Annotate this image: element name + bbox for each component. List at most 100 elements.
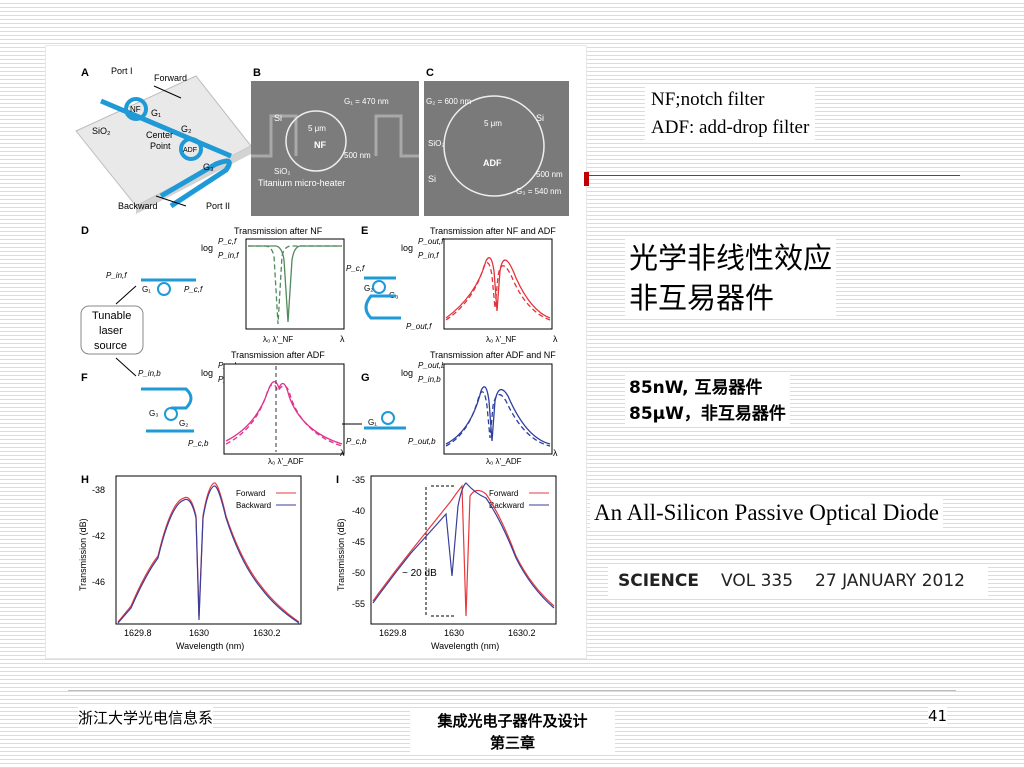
svg-text:log: log	[401, 368, 413, 378]
footer-department: 浙江大学光电信息系	[78, 707, 214, 728]
svg-text:Si: Si	[428, 174, 436, 184]
panel-g: G Transmission after ADF and NF log P_ou…	[342, 350, 558, 466]
svg-text:SiO₂: SiO₂	[428, 139, 444, 148]
svg-text:Wavelength (nm): Wavelength (nm)	[431, 641, 499, 651]
svg-text:P_in,f: P_in,f	[418, 251, 439, 260]
svg-text:Backward: Backward	[489, 501, 524, 510]
svg-text:NF: NF	[130, 105, 141, 114]
svg-text:Point: Point	[150, 141, 171, 151]
svg-text:B: B	[253, 67, 261, 79]
svg-text:source: source	[94, 340, 127, 352]
svg-text:Transmission after NF and ADF: Transmission after NF and ADF	[430, 226, 556, 236]
svg-text:C: C	[426, 67, 434, 79]
fact-nonreciprocal: 85μW，非互易器件	[629, 404, 786, 424]
note-nf: NF;notch filter	[651, 89, 765, 110]
svg-text:P_out,b: P_out,b	[408, 437, 436, 446]
red-divider-line	[585, 175, 960, 176]
svg-text:-50: -50	[352, 568, 365, 578]
svg-text:Tunable: Tunable	[92, 310, 131, 322]
svg-text:λ: λ	[553, 448, 558, 458]
panel-e: E Transmission after NF and ADF log P_ou…	[346, 225, 558, 344]
paper-figure: A NF ADF Port I Forward SiO₂ Center Poin…	[45, 45, 587, 659]
svg-text:log: log	[401, 243, 413, 253]
svg-text:H: H	[81, 474, 89, 486]
svg-text:Forward: Forward	[154, 73, 187, 83]
svg-text:-42: -42	[92, 531, 105, 541]
note-adf: ADF: add-drop filter	[651, 117, 810, 138]
svg-text:Backward: Backward	[118, 201, 158, 211]
svg-text:P_c,b: P_c,b	[188, 439, 209, 448]
footer-chapter: 第三章	[489, 734, 535, 752]
svg-text:~ 20 dB: ~ 20 dB	[402, 568, 437, 579]
svg-text:SiO₂: SiO₂	[92, 126, 111, 136]
svg-text:-35: -35	[352, 475, 365, 485]
svg-text:ADF: ADF	[183, 147, 197, 154]
journal-name: SCIENCE	[618, 571, 699, 591]
footer-course: 集成光电子器件及设计 第三章	[410, 710, 615, 754]
svg-text:E: E	[361, 225, 368, 237]
svg-text:λ₀ λ'_NF: λ₀ λ'_NF	[486, 335, 516, 344]
svg-text:Transmission after NF: Transmission after NF	[234, 226, 323, 236]
svg-text:Titanium micro-heater: Titanium micro-heater	[258, 178, 345, 188]
svg-text:P_in,f: P_in,f	[106, 271, 127, 280]
paper-title: An All-Silicon Passive Optical Diode	[590, 498, 943, 528]
panel-f: F Transmission after ADF log P_c,b P_in,…	[81, 350, 345, 466]
svg-text:P_out,f: P_out,f	[406, 322, 432, 331]
svg-text:G₁ = 470 nm: G₁ = 470 nm	[344, 97, 389, 106]
svg-text:G: G	[361, 372, 370, 384]
power-facts: 85nW, 互易器件 85μW，非互易器件	[625, 375, 790, 427]
tunable-laser-source: Tunable laser source	[80, 285, 144, 377]
svg-text:500 nm: 500 nm	[344, 151, 371, 160]
svg-text:G₃: G₃	[149, 409, 158, 418]
svg-text:G₃: G₃	[203, 162, 214, 172]
svg-text:-40: -40	[352, 506, 365, 516]
svg-text:A: A	[81, 67, 89, 79]
footer-course-title: 集成光电子器件及设计	[437, 712, 588, 730]
svg-text:λ₀ λ'_ADF: λ₀ λ'_ADF	[268, 457, 304, 466]
svg-text:-38: -38	[92, 485, 105, 495]
svg-text:-46: -46	[92, 577, 105, 587]
svg-text:ADF: ADF	[483, 158, 502, 168]
panel-b-sem: B Si G₁ = 470 nm 5 μm NF 500 nm SiO₂ Tit…	[251, 67, 419, 216]
svg-text:1629.8: 1629.8	[124, 628, 152, 638]
svg-text:log: log	[201, 243, 213, 253]
page-number: 41	[928, 707, 948, 725]
svg-text:P_out,f: P_out,f	[418, 237, 444, 246]
journal-date: 27 JANUARY 2012	[815, 571, 965, 591]
svg-text:P_c,f: P_c,f	[218, 237, 237, 246]
svg-text:Transmission after ADF: Transmission after ADF	[231, 350, 325, 360]
svg-text:SiO₂: SiO₂	[274, 167, 290, 176]
svg-text:G₃ = 540 nm: G₃ = 540 nm	[516, 187, 562, 196]
svg-text:500 nm: 500 nm	[536, 170, 563, 179]
svg-text:5 μm: 5 μm	[308, 124, 326, 133]
panel-c-sem: C G₂ = 600 nm Si 5 μm SiO₂ ADF 500 nm Si…	[424, 67, 569, 216]
svg-text:G₂: G₂	[181, 124, 192, 134]
panel-i-chart: I -35 -40 -45 -50 -55 1629.8 1630 1630.2…	[336, 474, 557, 651]
svg-text:Si: Si	[536, 113, 544, 123]
svg-text:Forward: Forward	[236, 489, 265, 498]
svg-text:Transmission (dB): Transmission (dB)	[78, 518, 88, 591]
footer-divider	[68, 690, 956, 691]
svg-text:NF: NF	[314, 140, 326, 150]
svg-text:λ: λ	[340, 334, 345, 344]
svg-text:G₁: G₁	[142, 285, 151, 294]
svg-text:P_c,f: P_c,f	[184, 285, 203, 294]
svg-text:1630.2: 1630.2	[508, 628, 536, 638]
fact-reciprocal: 85nW, 互易器件	[629, 378, 763, 398]
abbreviation-notes: NF;notch filter ADF: add-drop filter	[645, 86, 816, 142]
panel-h-chart: H -38 -42 -46 1629.8 1630 1630.2 Wavelen…	[78, 474, 302, 651]
svg-text:G₂: G₂	[364, 284, 373, 293]
svg-text:P_in,b: P_in,b	[418, 375, 441, 384]
slide-heading: 光学非线性效应 非互易器件	[625, 238, 837, 318]
svg-text:laser: laser	[99, 325, 123, 337]
svg-text:P_c,b: P_c,b	[346, 437, 367, 446]
svg-text:G₂ = 600 nm: G₂ = 600 nm	[426, 97, 471, 106]
heading-line-2: 非互易器件	[629, 281, 775, 315]
svg-text:G₂: G₂	[179, 419, 188, 428]
svg-text:1629.8: 1629.8	[379, 628, 407, 638]
citation-bar: SCIENCE VOL 335 27 JANUARY 2012	[608, 565, 988, 597]
svg-text:λ: λ	[340, 448, 345, 458]
svg-text:1630.2: 1630.2	[253, 628, 281, 638]
svg-text:I: I	[336, 474, 339, 486]
svg-text:P_in,b: P_in,b	[138, 369, 161, 378]
